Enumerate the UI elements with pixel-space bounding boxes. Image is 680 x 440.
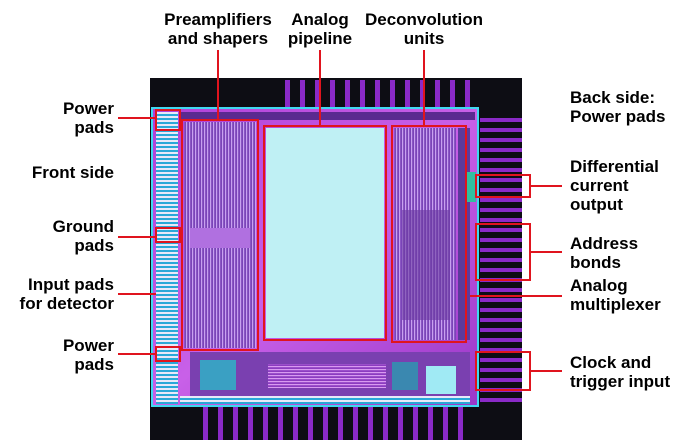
label-differential-output: Differential current output (570, 157, 659, 214)
label-ground-pads-line-2: pads (30, 236, 114, 255)
bottom-stripe-block (268, 364, 386, 388)
label-input-pads: Input pads for detector (4, 275, 114, 313)
deconvolution-shade (402, 210, 450, 320)
label-preamplifiers: Preamplifiers and shapers (150, 10, 286, 48)
label-deconvolution-line-2: units (356, 29, 492, 48)
label-deconvolution: Deconvolution units (356, 10, 492, 48)
label-differential-output-line-1: Differential (570, 157, 659, 176)
label-power-pads-bottom-line-2: pads (30, 355, 114, 374)
label-power-pads-top-line-2: pads (30, 118, 114, 137)
label-address-bonds-line-2: bonds (570, 253, 638, 272)
top-power-bus (180, 112, 475, 120)
label-analog-pipeline: Analog pipeline (280, 10, 360, 48)
differential-cells (466, 172, 476, 202)
label-analog-multiplexer-line-1: Analog (570, 276, 661, 295)
right-logic-column (458, 128, 470, 340)
label-preamplifiers-line-1: Preamplifiers (150, 10, 286, 29)
label-deconvolution-line-1: Deconvolution (356, 10, 492, 29)
label-back-side-line-2: Power pads (570, 107, 665, 126)
label-ground-pads: Ground pads (30, 217, 114, 255)
right-bond-wires (480, 118, 522, 402)
label-front-side: Front side (10, 163, 114, 182)
label-power-pads-bottom: Power pads (30, 336, 114, 374)
bottom-cyan-block-left (200, 360, 236, 390)
label-address-bonds: Address bonds (570, 234, 638, 272)
analog-pipeline-block (266, 128, 384, 338)
label-clock-trigger-line-1: Clock and (570, 353, 670, 372)
label-analog-multiplexer: Analog multiplexer (570, 276, 661, 314)
label-clock-trigger-line-2: trigger input (570, 372, 670, 391)
label-input-pads-line-1: Input pads (4, 275, 114, 294)
label-preamplifiers-line-2: and shapers (150, 29, 286, 48)
label-power-pads-top: Power pads (30, 99, 114, 137)
label-input-pads-line-2: for detector (4, 294, 114, 313)
label-back-side-line-1: Back side: (570, 88, 665, 107)
label-analog-multiplexer-line-2: multiplexer (570, 295, 661, 314)
preamplifier-inner (190, 228, 250, 248)
label-clock-trigger: Clock and trigger input (570, 353, 670, 391)
label-ground-pads-line-1: Ground (30, 217, 114, 236)
label-power-pads-top-line-1: Power (30, 99, 114, 118)
bottom-cyan-block-right (426, 366, 456, 394)
bottom-block-mid (392, 362, 418, 390)
label-front-side-line-1: Front side (10, 163, 114, 182)
label-analog-pipeline-line-2: pipeline (280, 29, 360, 48)
label-differential-output-line-3: output (570, 195, 659, 214)
bottom-pad-row (180, 396, 470, 404)
label-back-side: Back side: Power pads (570, 88, 665, 126)
label-power-pads-bottom-line-1: Power (30, 336, 114, 355)
label-analog-pipeline-line-1: Analog (280, 10, 360, 29)
label-address-bonds-line-1: Address (570, 234, 638, 253)
label-differential-output-line-2: current (570, 176, 659, 195)
